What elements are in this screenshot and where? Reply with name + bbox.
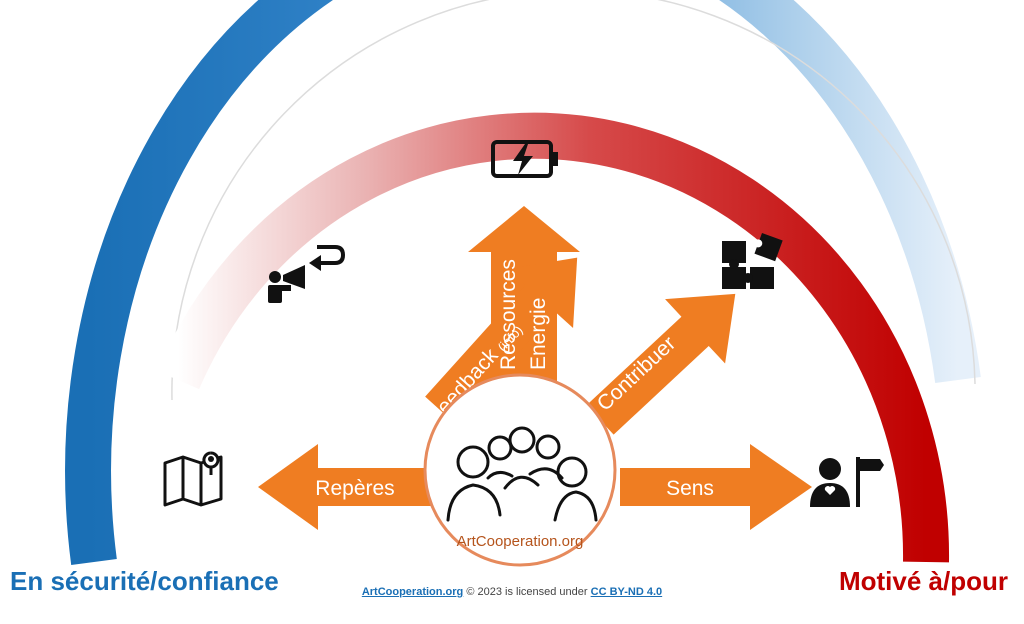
battery-charging-icon (491, 140, 558, 178)
site-link[interactable]: ArtCooperation.org (361, 586, 464, 598)
arrow-right-sens (620, 444, 812, 530)
arrow-up-left-feedback (425, 257, 578, 424)
megaphone-feedback-icon (268, 245, 346, 303)
arrow-label-energie: Energie (527, 298, 550, 370)
label-motivated: Motivé à/pour (838, 566, 1008, 596)
center-caption: ArtCooperation.org (457, 533, 584, 550)
outer-blue-arc (65, 0, 981, 565)
puzzle-pieces-icon (722, 233, 783, 289)
inner-outline-arc (171, 0, 976, 401)
label-safety-confidence: En sécurité/confiance (10, 566, 279, 596)
arrow-label-reperes: Repères (315, 477, 394, 500)
map-pin-icon (163, 451, 223, 507)
group-of-people-icon (446, 426, 598, 522)
arrow-up-right-contribuer (586, 293, 736, 435)
center-badge: ArtCooperation.org (423, 373, 617, 567)
red-arc (156, 112, 950, 563)
license-line: ArtCooperation.org © 2023 is licensed un… (0, 586, 1024, 598)
arrow-label-ressources: Ressources (497, 259, 520, 370)
arrow-label-sens: Sens (666, 477, 714, 500)
license-middle-text: © 2023 is licensed under (466, 586, 588, 598)
arrow-left-reperes (258, 444, 445, 530)
license-link[interactable]: CC BY-ND 4.0 (590, 586, 663, 598)
person-heart-flag-icon (810, 457, 884, 507)
